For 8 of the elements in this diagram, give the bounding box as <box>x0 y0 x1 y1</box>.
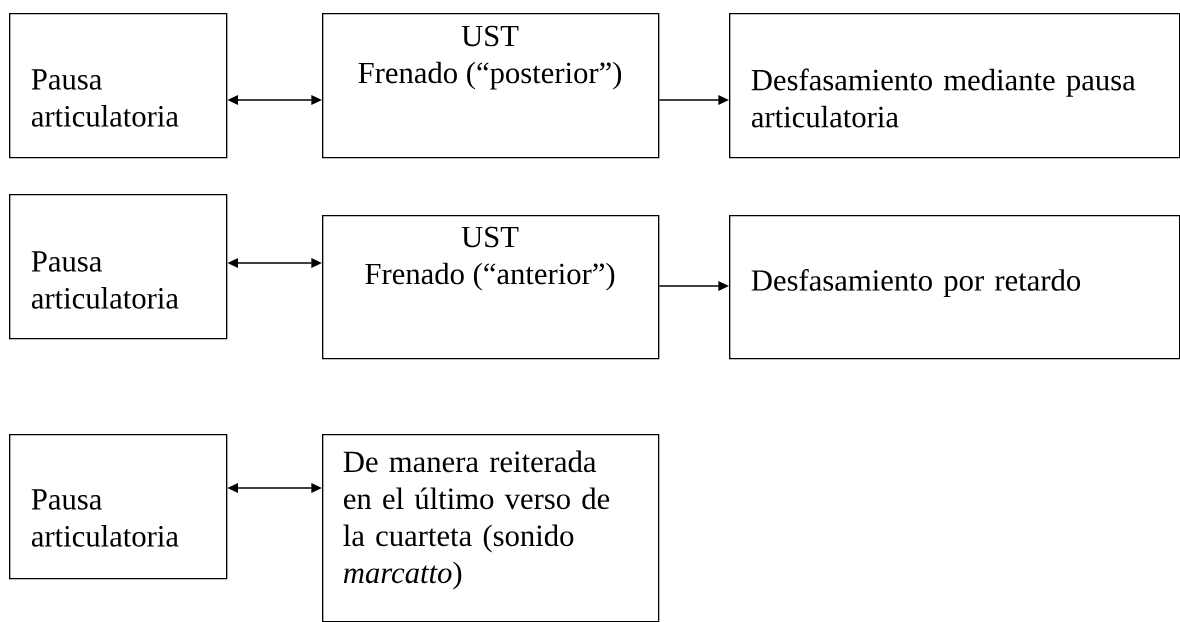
text-box: Desfasamiento por retardo <box>729 215 1180 360</box>
text-box: UST Frenado (“posterior”) <box>322 13 660 159</box>
text-box: UST Frenado (“anterior”) <box>322 215 660 360</box>
text-box: De manera reiterada en el último verso de la cuarteta (sonido marcatto) <box>322 434 660 622</box>
text-box: Pausa articulatoria <box>9 434 228 580</box>
text-box: Pausa articulatoria <box>9 194 228 340</box>
text-box: Pausa articulatoria <box>9 13 228 159</box>
text-box: Desfasamiento mediante pausa articulatoria <box>729 13 1180 159</box>
